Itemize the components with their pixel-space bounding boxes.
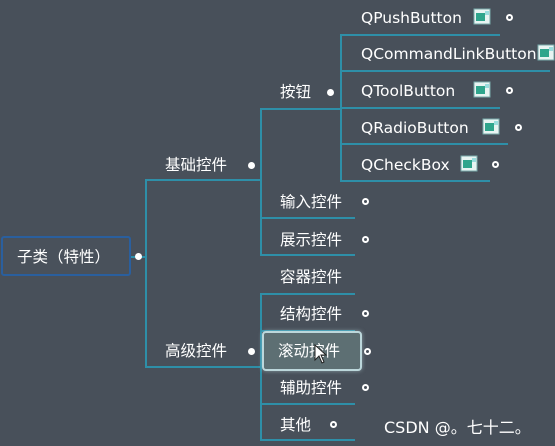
node-qtoolbutton[interactable]: QToolButton (361, 82, 456, 100)
collapse-dot-icon[interactable] (248, 162, 255, 169)
connector (340, 70, 550, 72)
collapse-dot-icon[interactable] (248, 348, 255, 355)
expand-dot-icon[interactable] (330, 421, 337, 428)
node-qcheckbox[interactable]: QCheckBox (361, 156, 450, 174)
node-buttons[interactable]: 按钮 (280, 83, 312, 101)
node-display-controls[interactable]: 展示控件 (280, 231, 343, 249)
connector (340, 34, 500, 36)
qt-file-icon (537, 44, 555, 61)
node-basic-controls[interactable]: 基础控件 (165, 156, 228, 174)
root-node[interactable]: 子类（特性） (1, 236, 131, 276)
node-advanced-controls[interactable]: 高级控件 (165, 342, 228, 360)
mouse-cursor-icon (314, 344, 328, 364)
watermark: CSDN @。七十二。 (384, 418, 531, 437)
node-input-controls[interactable]: 输入控件 (280, 193, 343, 211)
expand-dot-icon[interactable] (362, 198, 369, 205)
connector (340, 180, 490, 182)
connector (260, 403, 355, 405)
expand-dot-icon[interactable] (515, 124, 522, 131)
collapse-dot-icon[interactable] (327, 89, 334, 96)
connector (260, 439, 355, 441)
node-auxiliary-controls[interactable]: 辅助控件 (280, 379, 343, 397)
connector (340, 143, 508, 145)
node-scroll-controls[interactable]: 滚动控件 (278, 342, 341, 360)
node-scroll-controls-selected[interactable] (262, 331, 362, 371)
connector (260, 108, 262, 255)
node-structure-controls[interactable]: 结构控件 (280, 305, 343, 323)
expand-dot-icon[interactable] (506, 14, 513, 21)
expand-dot-icon[interactable] (364, 348, 371, 355)
node-qcommandlinkbutton[interactable]: QCommandLinkButton (361, 45, 537, 63)
qt-file-icon (473, 8, 491, 25)
qt-file-icon (473, 81, 491, 98)
connector (260, 293, 262, 440)
node-others[interactable]: 其他 (280, 416, 312, 434)
expand-dot-icon[interactable] (506, 87, 513, 94)
qt-file-icon (482, 118, 500, 135)
connector (260, 108, 340, 110)
connector (145, 179, 260, 181)
expand-dot-icon[interactable] (492, 161, 499, 168)
connector (145, 366, 260, 368)
connector (260, 254, 355, 256)
connector (260, 293, 355, 295)
node-qpushbutton[interactable]: QPushButton (361, 9, 462, 27)
qt-file-icon (460, 155, 478, 172)
root-node-label: 子类（特性） (17, 248, 111, 266)
expand-dot-icon[interactable] (362, 310, 369, 317)
node-qradiobutton[interactable]: QRadioButton (361, 119, 469, 137)
connector (260, 217, 355, 219)
node-container-controls[interactable]: 容器控件 (280, 268, 343, 286)
expand-dot-icon[interactable] (362, 384, 369, 391)
connector (145, 179, 147, 368)
expand-dot-icon[interactable] (362, 236, 369, 243)
collapse-dot-icon[interactable] (135, 253, 142, 260)
connector (340, 107, 500, 109)
